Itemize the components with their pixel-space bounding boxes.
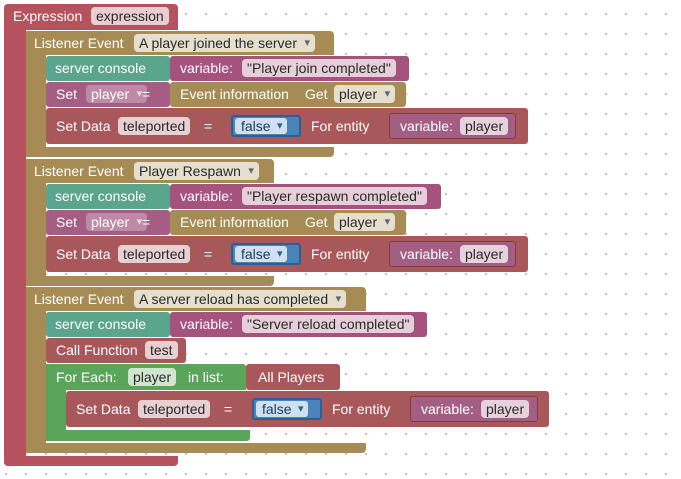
variable-label: variable: <box>180 316 233 332</box>
loop-variable-field[interactable]: player <box>128 368 177 386</box>
event-information-label: Event information <box>180 86 289 102</box>
variable-label: variable: <box>421 401 474 417</box>
variable-name-field[interactable]: player <box>460 117 509 135</box>
function-name-field[interactable]: test <box>145 341 178 359</box>
set-label: Set <box>56 86 78 102</box>
variable-label: variable: <box>180 188 233 204</box>
all-players-block[interactable] <box>246 364 340 390</box>
expression-label: Expression <box>13 8 83 24</box>
data-key-field[interactable]: teleported <box>138 400 211 418</box>
set-label: Set <box>56 214 78 230</box>
equals-sign: = <box>142 86 151 102</box>
listener-event-dropdown[interactable]: A server reload has completed <box>134 290 347 308</box>
input-connector <box>166 191 171 201</box>
get-label: Get <box>305 214 328 230</box>
input-connector <box>166 63 171 73</box>
boolean-dropdown[interactable]: false <box>235 118 287 134</box>
equals-sign: = <box>204 246 213 262</box>
get-label: Get <box>305 86 328 102</box>
equals-sign: = <box>224 401 233 417</box>
listener-label: Listener Event <box>34 163 124 179</box>
server-console-block[interactable] <box>46 312 170 337</box>
event-information-label: Event information <box>180 214 289 230</box>
get-value-dropdown[interactable]: player <box>334 85 396 103</box>
text-value-field[interactable]: "Server reload completed" <box>242 315 415 333</box>
set-data-label: Set Data <box>76 401 131 417</box>
text-value-field[interactable]: "Player join completed" <box>242 59 396 77</box>
variable-label: variable: <box>180 60 233 76</box>
variable-label: variable: <box>400 118 453 134</box>
in-list-label: in list: <box>188 369 224 385</box>
server-console-block[interactable] <box>46 184 170 209</box>
server-console-label: server console <box>55 60 147 76</box>
get-value-dropdown[interactable]: player <box>334 213 396 231</box>
data-key-field[interactable]: teleported <box>118 117 191 135</box>
for-each-label: For Each: <box>56 369 117 385</box>
for-entity-label: For entity <box>311 118 370 134</box>
expression-name-field[interactable]: expression <box>91 7 169 25</box>
for-entity-label: For entity <box>332 401 391 417</box>
variable-name-field[interactable]: player <box>460 245 509 263</box>
variable-name-field[interactable]: player <box>481 400 530 418</box>
boolean-dropdown[interactable]: false <box>256 401 308 417</box>
server-console-block[interactable] <box>46 56 170 81</box>
listener-label: Listener Event <box>34 291 124 307</box>
list-value-label: All Players <box>258 369 325 385</box>
input-connector <box>240 371 245 381</box>
input-connector <box>166 89 171 99</box>
set-data-label: Set Data <box>56 246 111 262</box>
boolean-dropdown[interactable]: false <box>235 246 287 262</box>
data-key-field[interactable]: teleported <box>118 245 191 263</box>
set-variable-dropdown[interactable]: player <box>86 213 148 231</box>
variable-label: variable: <box>400 246 453 262</box>
set-data-label: Set Data <box>56 118 111 134</box>
listener-label: Listener Event <box>34 35 124 51</box>
equals-sign: = <box>204 118 213 134</box>
server-console-label: server console <box>55 316 147 332</box>
input-connector <box>166 319 171 329</box>
server-console-label: server console <box>55 188 147 204</box>
equals-sign: = <box>142 214 151 230</box>
for-entity-label: For entity <box>311 246 370 262</box>
call-function-label: Call Function <box>56 342 138 358</box>
set-variable-dropdown[interactable]: player <box>86 85 148 103</box>
text-value-field[interactable]: "Player respawn completed" <box>242 187 427 205</box>
input-connector <box>166 217 171 227</box>
listener-event-dropdown[interactable]: Player Respawn <box>134 162 259 180</box>
listener-event-dropdown[interactable]: A player joined the server <box>134 34 315 52</box>
